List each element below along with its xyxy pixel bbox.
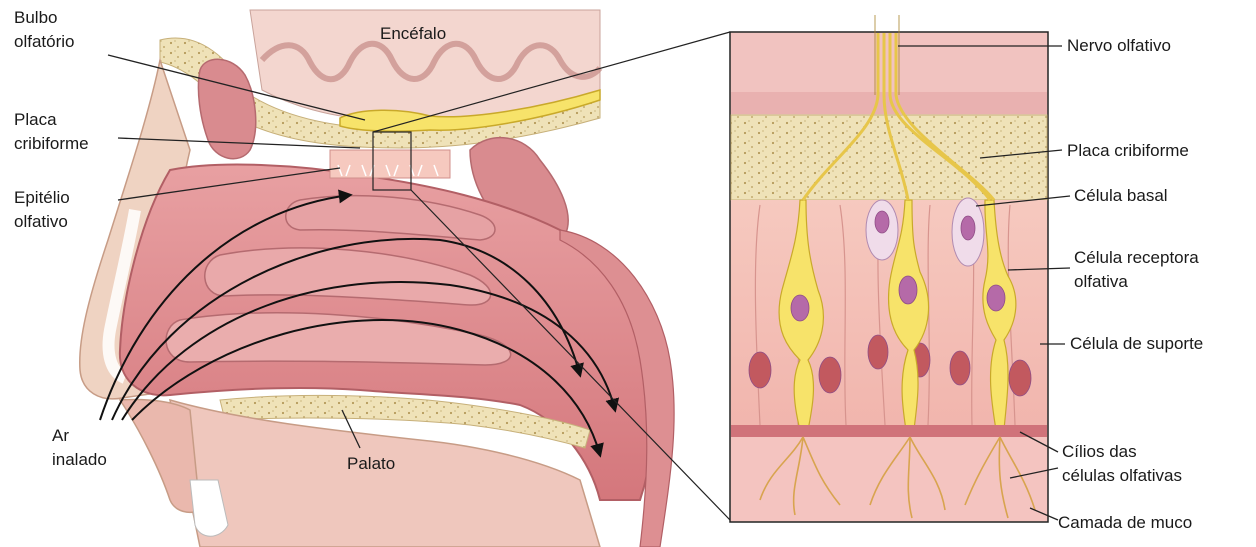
label-placa-cribiforme-right: Placa cribiforme [1067,139,1189,163]
label-cilios: Cílios das células olfativas [1062,440,1182,488]
olfactory-epithelium [330,150,450,178]
label-camada-muco: Camada de muco [1058,511,1192,535]
upper-lip [120,399,200,512]
label-celula-receptora: Célula receptora olfativa [1074,246,1199,294]
label-ar-inalado: Ar inalado [52,424,107,472]
label-nervo-olfativo: Nervo olfativo [1067,34,1171,58]
label-celula-suporte: Célula de suporte [1070,332,1203,356]
magnified-epithelium [730,15,1048,522]
label-epitelio-olfativo: Epitélio olfativo [14,186,70,234]
label-palato: Palato [347,452,395,476]
label-celula-basal: Célula basal [1074,184,1168,208]
label-encefalo: Encéfalo [380,22,446,46]
label-bulbo-olfatorio: Bulbo olfatório [14,6,74,54]
label-placa-cribiforme-left: Placa cribiforme [14,108,89,156]
cilia-border [731,425,1047,437]
